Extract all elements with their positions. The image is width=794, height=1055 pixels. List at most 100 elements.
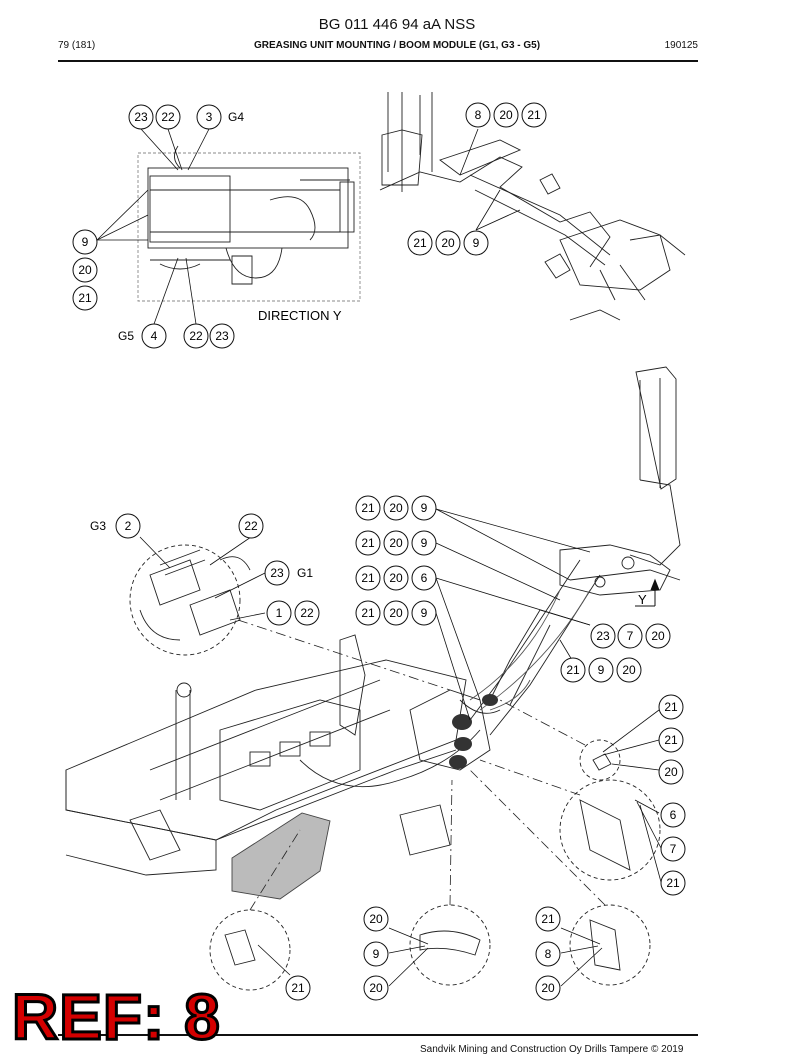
callout-number: 20 [651, 629, 665, 643]
callout-number: 8 [545, 947, 552, 961]
callout-20: 20 [383, 565, 409, 591]
callout-number: 22 [161, 110, 175, 124]
callout-number: 7 [670, 842, 677, 856]
callout-23: 23 [209, 323, 235, 349]
callout-number: 21 [541, 912, 555, 926]
callout-number: 20 [441, 236, 455, 250]
callout-20: 20 [383, 530, 409, 556]
callout-circle [383, 600, 409, 626]
callout-number: 9 [373, 947, 380, 961]
callout-21: 21 [535, 906, 561, 932]
callout-circle [128, 104, 154, 130]
callout-circle [363, 975, 389, 1001]
callout-circle [435, 230, 461, 256]
callout-21: 21 [72, 285, 98, 311]
callout-1: 1 [266, 600, 292, 626]
callout-circle [411, 495, 437, 521]
callout-circle [196, 104, 222, 130]
page-number: 79 (181) [58, 40, 96, 51]
callout-circle [355, 495, 381, 521]
callout-number: 20 [369, 981, 383, 995]
callout-circle [535, 975, 561, 1001]
callout-number: 9 [82, 235, 89, 249]
callout-number: 21 [361, 536, 375, 550]
callout-22: 22 [183, 323, 209, 349]
callout-circle [588, 657, 614, 683]
callout-number: 21 [664, 733, 678, 747]
callout-number: 22 [300, 606, 314, 620]
g4-label: G4 [228, 110, 244, 124]
callout-number: 20 [389, 501, 403, 515]
callout-circle [355, 565, 381, 591]
callout-number: 23 [215, 329, 229, 343]
callout-circle [72, 285, 98, 311]
callout-number: 23 [596, 629, 610, 643]
callout-6: 6 [411, 565, 437, 591]
g5-label: G5 [118, 329, 134, 343]
detail-connectors [237, 619, 606, 911]
callout-number: 21 [566, 663, 580, 677]
callout-20: 20 [363, 975, 389, 1001]
page-title: GREASING UNIT MOUNTING / BOOM MODULE (G1… [253, 40, 541, 51]
callout-circle [616, 657, 642, 683]
callout-circle [658, 727, 684, 753]
callout-number: 21 [664, 700, 678, 714]
callout-circle [72, 257, 98, 283]
callout-20: 20 [383, 600, 409, 626]
leader-lines [96, 128, 662, 987]
callout-21: 21 [560, 657, 586, 683]
callout-21: 21 [285, 975, 311, 1001]
callout-circle [383, 565, 409, 591]
callout-circle [465, 102, 491, 128]
callout-circle [238, 513, 264, 539]
footer-rule [58, 1034, 698, 1036]
callout-circle [660, 836, 686, 862]
callout-2: 2 [115, 513, 141, 539]
callout-7: 7 [660, 836, 686, 862]
callout-number: 23 [270, 566, 284, 580]
callout-circle [383, 530, 409, 556]
callout-circle [560, 657, 586, 683]
callout-number: 22 [189, 329, 203, 343]
callout-circle [617, 623, 643, 649]
callout-circle [493, 102, 519, 128]
callout-circle [463, 230, 489, 256]
callout-circle [285, 975, 311, 1001]
callout-number: 7 [627, 629, 634, 643]
callout-number: 6 [670, 808, 677, 822]
callout-9: 9 [411, 495, 437, 521]
callout-number: 20 [622, 663, 636, 677]
callout-number: 9 [421, 536, 428, 550]
callout-number: 22 [244, 519, 258, 533]
callout-circle [411, 600, 437, 626]
callout-21: 21 [660, 870, 686, 896]
document-id: BG 011 446 94 aA NSS [318, 16, 476, 33]
g1-label: G1 [297, 566, 313, 580]
callout-number: 4 [151, 329, 158, 343]
callout-21: 21 [355, 600, 381, 626]
callout-circle [658, 759, 684, 785]
callout-number: 8 [475, 108, 482, 122]
callout-23: 23 [590, 623, 616, 649]
direction-arrow [635, 578, 660, 607]
callout-number: 20 [389, 606, 403, 620]
callout-circle [355, 530, 381, 556]
callout-number: 23 [134, 110, 148, 124]
callout-20: 20 [383, 495, 409, 521]
callout-22: 22 [294, 600, 320, 626]
callout-circle [411, 530, 437, 556]
callout-9: 9 [463, 230, 489, 256]
callout-circle [407, 230, 433, 256]
callout-21: 21 [658, 727, 684, 753]
callout-number: 21 [291, 981, 305, 995]
callout-circle [115, 513, 141, 539]
callout-number: 9 [421, 606, 428, 620]
callout-21: 21 [355, 565, 381, 591]
callout-9: 9 [588, 657, 614, 683]
callout-8: 8 [465, 102, 491, 128]
direction-y-label: DIRECTION Y [258, 308, 342, 323]
callout-number: 21 [361, 571, 375, 585]
callout-number: 6 [421, 571, 428, 585]
callout-21: 21 [355, 530, 381, 556]
